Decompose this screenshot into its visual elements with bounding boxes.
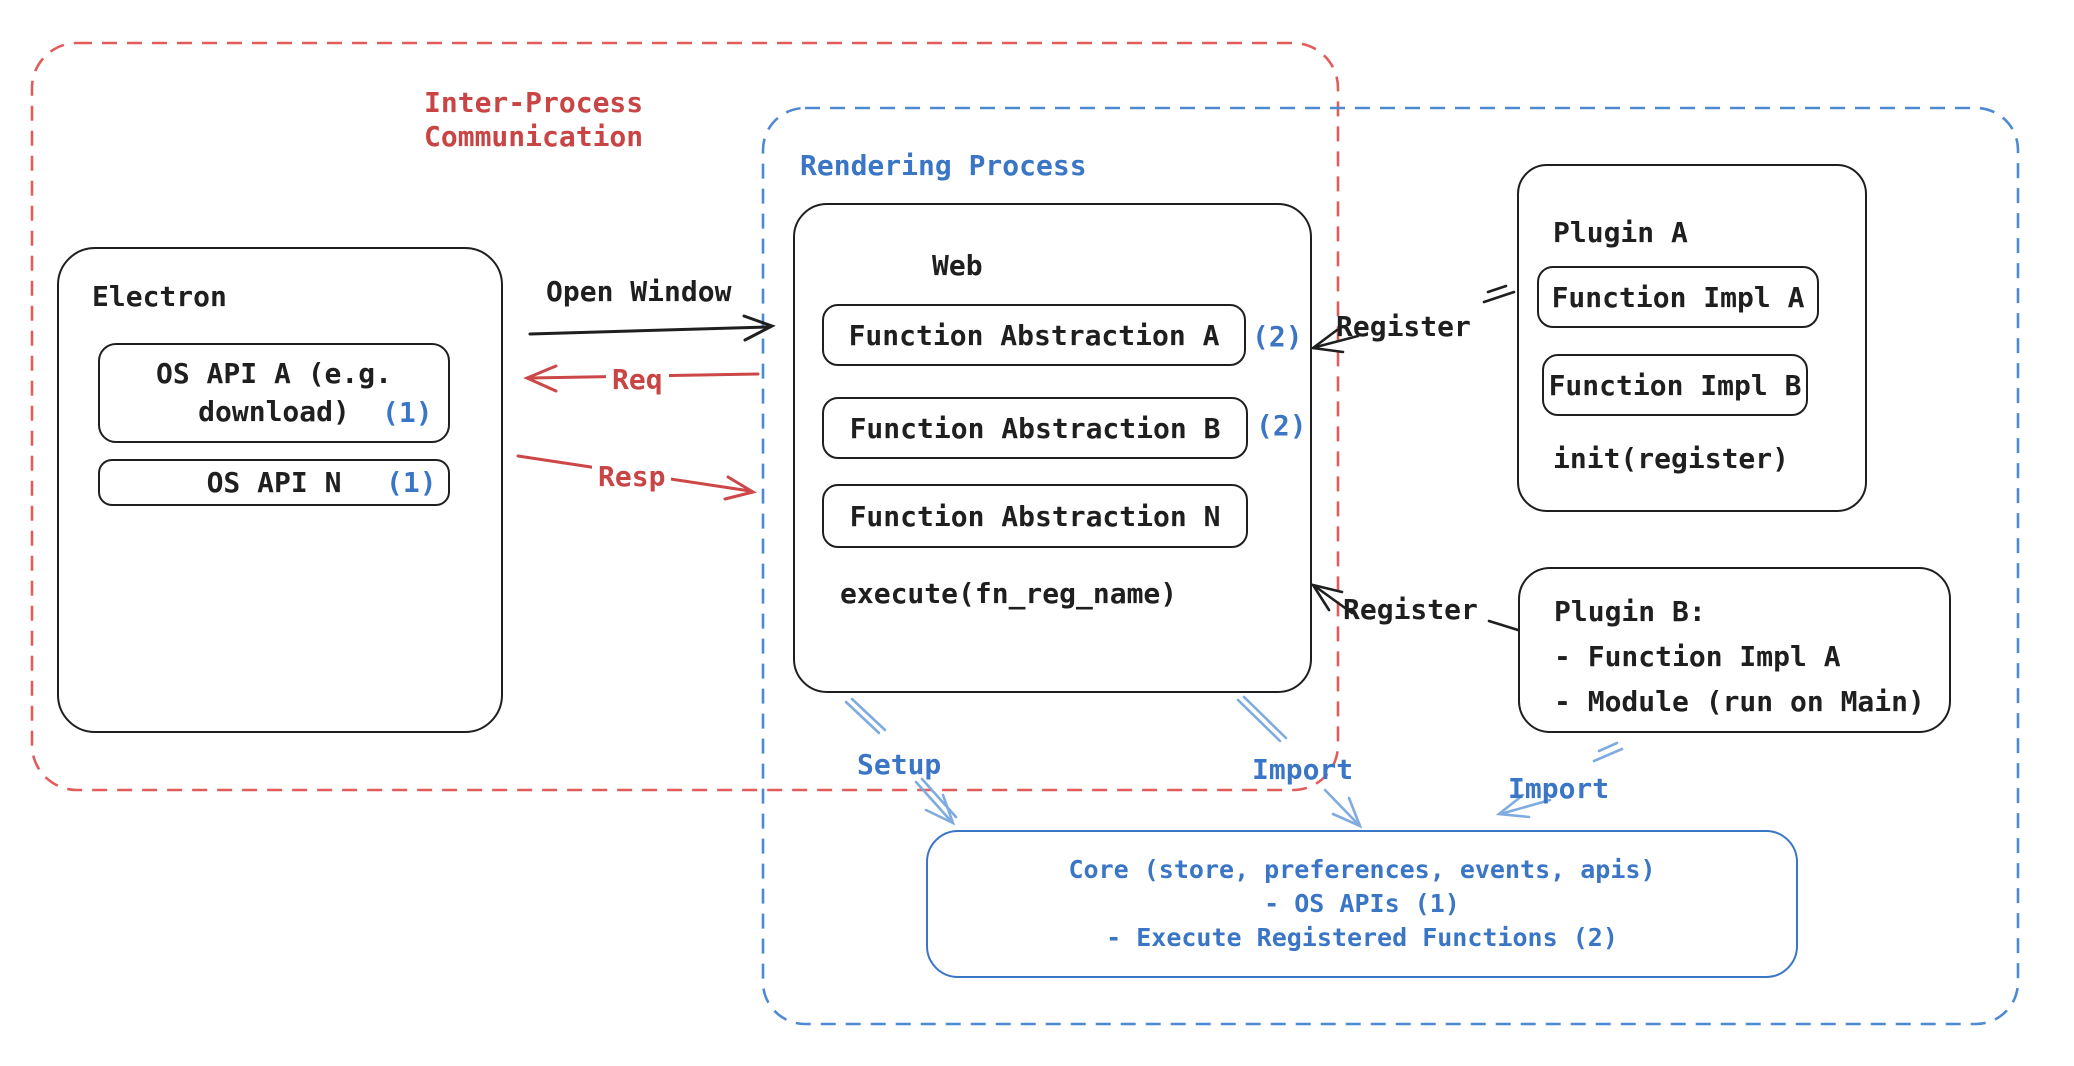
register-bottom-label: Register [1343, 593, 1478, 626]
plugin-b-line2: - Function Impl A [1554, 640, 1841, 673]
core-box [926, 830, 1798, 978]
register-top-arrow [1309, 284, 1516, 354]
setup-arrow [844, 697, 958, 826]
core-line3: - Execute Registered Functions (2) [1106, 923, 1618, 952]
electron-title: Electron [92, 280, 227, 313]
register-top-label: Register [1336, 310, 1471, 343]
resp-label: Resp [592, 460, 672, 494]
core-text: Core (store, preferences, events, apis) … [926, 830, 1798, 978]
core-line2: - OS APIs (1) [1264, 889, 1460, 918]
rendering-boundary-label: Rendering Process [800, 149, 1087, 182]
init-register-label: init(register) [1553, 442, 1790, 475]
ipc-label-line1: Inter-Process [424, 86, 644, 119]
function-abstraction-b-box: Function Abstraction B [822, 397, 1248, 459]
function-impl-a-label: Function Impl A [1551, 280, 1805, 314]
function-abstraction-n-label: Function Abstraction N [849, 499, 1221, 533]
os-api-a-line1: OS API A (e.g. [155, 357, 392, 390]
plugin-b-line3: - Module (run on Main) [1554, 685, 1925, 718]
function-impl-a-box: Function Impl A [1537, 266, 1819, 328]
execute-label: execute(fn_reg_name) [840, 577, 1178, 610]
open-window-label: Open Window [546, 275, 732, 308]
register-bottom-arrow [1310, 582, 1520, 632]
ipc-boundary-label: Inter-Process Communication [424, 86, 643, 154]
ipc-boundary-outline [30, 41, 1340, 792]
os-api-a-marker: (1) [382, 396, 433, 429]
rendering-boundary-outline [761, 106, 2020, 1026]
os-api-a-line2: download) [198, 395, 350, 428]
os-api-a-box: OS API A (e.g. download) [98, 343, 450, 443]
open-window-arrow [528, 314, 776, 342]
import-web-label: Import [1252, 753, 1354, 786]
function-abstraction-b-label: Function Abstraction B [849, 411, 1221, 445]
function-abstraction-n-box: Function Abstraction N [822, 484, 1248, 548]
os-api-n-box: OS API N [98, 459, 450, 506]
os-api-n-marker: (1) [386, 466, 437, 499]
web-title: Web [932, 249, 983, 282]
core-line1: Core (store, preferences, events, apis) [1068, 855, 1656, 884]
plugin-a-box [1517, 164, 1867, 512]
function-impl-b-box: Function Impl B [1542, 354, 1808, 416]
os-api-n-label: OS API N [206, 466, 342, 499]
function-impl-b-label: Function Impl B [1548, 368, 1802, 402]
plugin-b-line1: Plugin B: [1554, 595, 1706, 628]
plugin-a-title: Plugin A [1553, 216, 1688, 249]
plugin-b-box [1518, 567, 1951, 733]
import-plugin-label: Import [1508, 772, 1610, 805]
req-label: Req [606, 363, 669, 397]
import-web-arrow [1236, 695, 1363, 829]
function-abstraction-a-label: Function Abstraction A [848, 318, 1220, 352]
setup-label: Setup [857, 748, 942, 781]
ipc-label-line2: Communication [424, 120, 644, 153]
function-abstraction-b-marker: (2) [1256, 409, 1307, 442]
function-abstraction-a-box: Function Abstraction A [822, 304, 1246, 366]
import-plugin-arrow [1495, 741, 1624, 819]
function-abstraction-a-marker: (2) [1252, 320, 1303, 353]
